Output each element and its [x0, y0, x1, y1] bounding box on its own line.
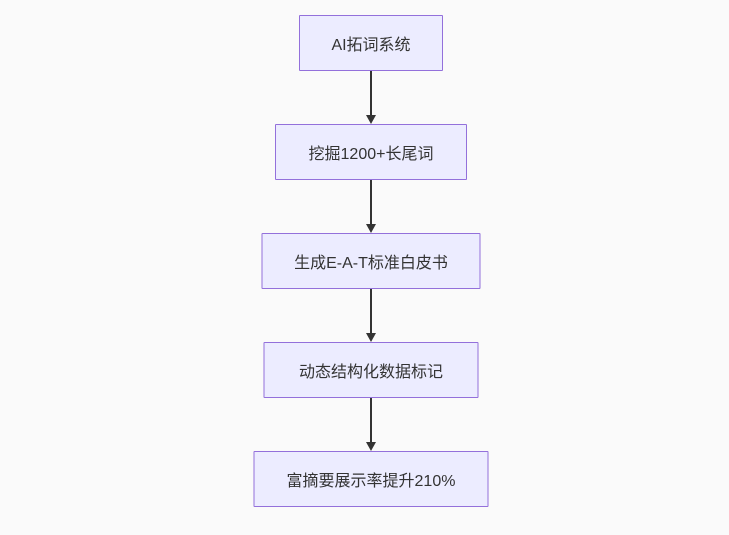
flow-node-rich-snippet-result: 富摘要展示率提升210%	[253, 451, 489, 507]
edge-line	[370, 71, 372, 116]
flow-edge-1	[365, 71, 377, 124]
flow-node-eat-whitepaper: 生成E-A-T标准白皮书	[261, 233, 481, 289]
flow-edge-3	[365, 289, 377, 342]
flow-node-label: 生成E-A-T标准白皮书	[294, 255, 448, 272]
edge-line	[370, 398, 372, 443]
flow-node-longtail-mining: 挖掘1200+长尾词	[275, 124, 467, 180]
arrowhead-down-icon	[366, 442, 376, 451]
flow-node-ai-word-system: AI拓词系统	[299, 15, 443, 71]
edge-line	[370, 180, 372, 225]
edge-line	[370, 289, 372, 334]
arrowhead-down-icon	[366, 115, 376, 124]
flow-edge-2	[365, 180, 377, 233]
flow-edge-4	[365, 398, 377, 451]
flow-node-label: 动态结构化数据标记	[298, 364, 443, 381]
arrowhead-down-icon	[366, 333, 376, 342]
flow-node-label: 挖掘1200+长尾词	[308, 146, 434, 163]
flow-node-structured-data: 动态结构化数据标记	[263, 342, 479, 398]
flow-node-label: AI拓词系统	[331, 37, 411, 54]
flow-node-label: 富摘要展示率提升210%	[286, 473, 456, 490]
arrowhead-down-icon	[366, 224, 376, 233]
